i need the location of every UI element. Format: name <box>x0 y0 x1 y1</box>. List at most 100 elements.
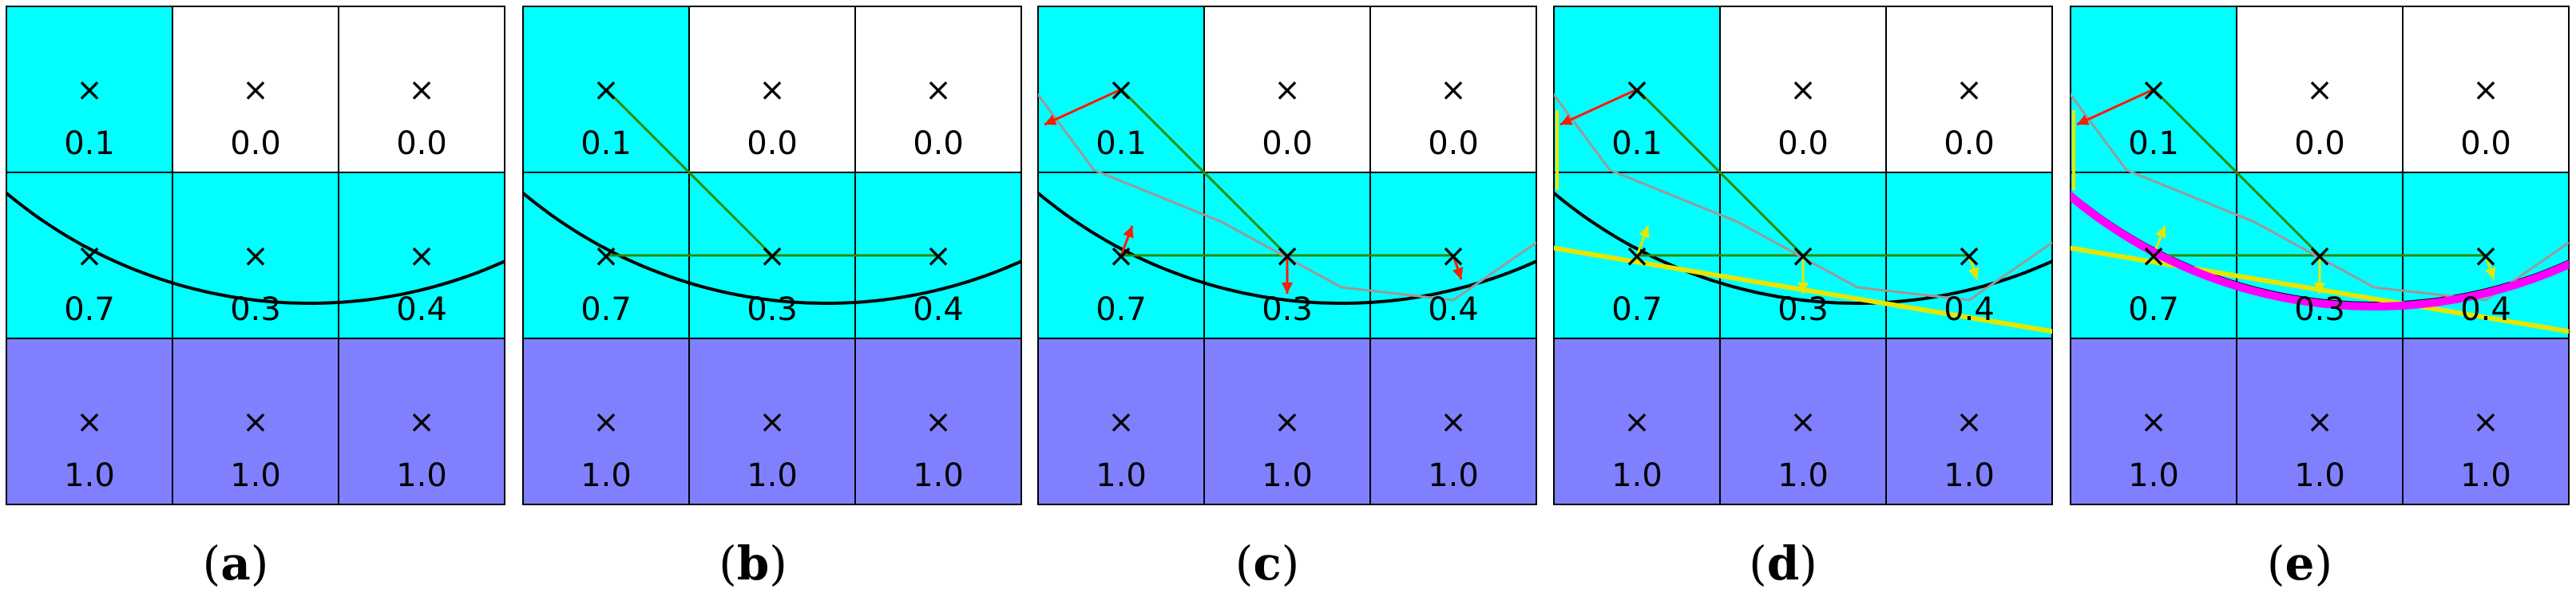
normal-arrow-head <box>1282 283 1293 294</box>
cell-marker: × <box>1789 238 1817 275</box>
cell-value: 0.0 <box>2460 125 2511 162</box>
cell-marker: × <box>408 72 435 109</box>
grid-cell <box>338 172 505 339</box>
grid-cell <box>688 338 856 505</box>
cell-marker: × <box>2306 238 2333 275</box>
cell-marker: × <box>2140 238 2167 275</box>
cell-value: 1.0 <box>1262 457 1313 494</box>
grid-cell <box>522 338 690 505</box>
connector-diagonal <box>604 88 774 257</box>
cell-marker: × <box>1956 238 1983 275</box>
panel-overlay <box>6 191 505 305</box>
grid-cell <box>1719 338 1887 505</box>
cell-value: 0.1 <box>1096 125 1147 162</box>
grid-cell <box>1203 6 1371 173</box>
grid-cell <box>854 338 1022 505</box>
panel-e: ×0.1×0.0×0.0×0.7×0.3×0.4×1.0×1.0×1.0 <box>2070 6 2570 505</box>
fit-line <box>1554 245 2052 334</box>
cell-value: 1.0 <box>1428 457 1479 494</box>
cell-value: 0.0 <box>747 125 798 162</box>
cell-value: 0.3 <box>1262 291 1313 328</box>
cell-value: 0.7 <box>2128 291 2179 328</box>
grid-cell <box>1037 338 1205 505</box>
cell-value: 1.0 <box>64 457 115 494</box>
grid-cell <box>2236 338 2404 505</box>
cell-value: 0.4 <box>2460 291 2511 328</box>
cell-value: 0.0 <box>1777 125 1829 162</box>
cell-marker: × <box>1274 72 1301 109</box>
cell-marker: × <box>1956 72 1983 109</box>
normal-arrow <box>1044 88 1122 126</box>
grid-cell <box>1885 338 2053 505</box>
cell-marker: × <box>925 238 952 275</box>
grid-cell <box>172 338 339 505</box>
cell-marker: × <box>1956 404 1983 441</box>
cell-value: 0.4 <box>913 291 964 328</box>
cell-marker: × <box>242 404 269 441</box>
panel-label-e: (e) <box>2266 536 2333 591</box>
cell-marker: × <box>2472 72 2499 109</box>
cell-marker: × <box>759 72 786 109</box>
grid-cell <box>6 338 173 505</box>
cell-marker: × <box>592 238 620 275</box>
cell-marker: × <box>592 404 620 441</box>
cell-marker: × <box>242 72 269 109</box>
grid-cell <box>338 6 505 173</box>
cell-marker: × <box>1274 238 1301 275</box>
grid-cell <box>1369 338 1537 505</box>
normal-arrow <box>1559 88 1638 126</box>
cell-marker: × <box>1274 404 1301 441</box>
cell-marker: × <box>1789 72 1817 109</box>
cell-value: 0.7 <box>1096 291 1147 328</box>
cell-value: 0.3 <box>747 291 798 328</box>
panel-overlay <box>2071 88 2569 334</box>
cell-value: 0.0 <box>1428 125 1479 162</box>
cell-marker: × <box>76 404 103 441</box>
grid-cell <box>338 338 505 505</box>
cell-value: 0.0 <box>2294 125 2345 162</box>
cell-marker: × <box>2472 238 2499 275</box>
cell-marker: × <box>2472 404 2499 441</box>
cell-marker: × <box>1440 238 1467 275</box>
cell-marker: × <box>925 72 952 109</box>
cell-marker: × <box>592 72 620 109</box>
cell-marker: × <box>2306 72 2333 109</box>
panel-c: ×0.1×0.0×0.0×0.7×0.3×0.4×1.0×1.0×1.0 <box>1037 6 1537 505</box>
cell-marker: × <box>76 238 103 275</box>
grid-cell <box>854 6 1022 173</box>
grid-cell <box>172 6 339 173</box>
cell-marker: × <box>925 404 952 441</box>
normal-arrow-head <box>1968 267 1980 279</box>
grid-cell <box>2402 6 2570 173</box>
interface-curve <box>6 191 505 305</box>
cell-value: 1.0 <box>1611 457 1663 494</box>
cell-value: 1.0 <box>2294 457 2345 494</box>
piecewise-reconstruction <box>1038 93 1536 302</box>
normal-arrow-head <box>1452 267 1464 279</box>
grid-cell <box>172 172 339 339</box>
cell-value: 0.1 <box>581 125 632 162</box>
cell-value: 0.0 <box>1944 125 1995 162</box>
panel-label-c: (c) <box>1234 536 1300 591</box>
cell-value: 0.0 <box>230 125 281 162</box>
grid-cell <box>688 6 856 173</box>
cell-value: 1.0 <box>581 457 632 494</box>
cell-marker: × <box>1623 404 1651 441</box>
normal-arrow-head <box>2077 114 2090 125</box>
normal-arrow-head <box>2155 226 2166 239</box>
cell-value: 1.0 <box>1944 457 1995 494</box>
grid-cell <box>2402 338 2570 505</box>
panel-b: ×0.1×0.0×0.0×0.7×0.3×0.4×1.0×1.0×1.0 <box>522 6 1022 505</box>
cell-marker: × <box>408 238 435 275</box>
cell-value: 0.1 <box>2128 125 2179 162</box>
panel-label-b: (b) <box>719 536 787 591</box>
cell-marker: × <box>1108 404 1135 441</box>
cell-marker: × <box>1623 72 1651 109</box>
cell-value: 0.3 <box>230 291 281 328</box>
fit-line <box>2071 245 2569 334</box>
cell-value: 1.0 <box>1777 457 1829 494</box>
normal-arrow <box>2076 88 2154 126</box>
connector-diagonal <box>1120 88 1289 257</box>
cell-value: 0.0 <box>1262 125 1313 162</box>
